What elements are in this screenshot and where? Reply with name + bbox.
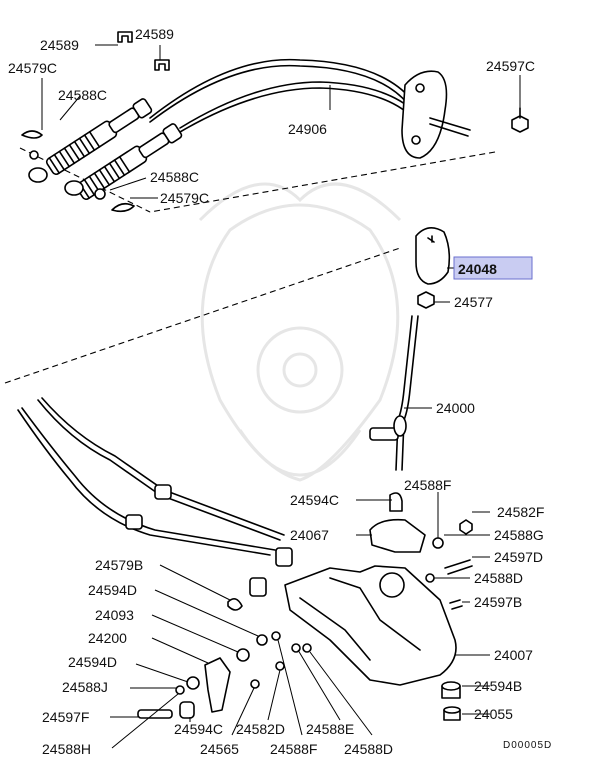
label-24582f-a: 24582F [497,504,544,520]
label-24565: 24565 [200,741,239,757]
upper-cable-assembly [21,31,529,213]
label-24588d-b: 24588D [344,741,393,757]
label-24594d-b: 24594D [68,654,117,670]
highlight-box [453,256,533,280]
label-24589-b: 24589 [135,26,174,42]
label-24594c-a: 24594C [290,492,339,508]
lower-components [137,492,473,721]
shift-lever-assembly [369,227,451,471]
label-24093: 24093 [95,607,134,623]
label-24588c-b: 24588C [150,169,199,185]
label-24588h: 24588H [42,741,91,757]
label-24588g: 24588G [494,527,544,543]
label-24594b: 24594B [474,678,522,694]
label-24597d: 24597D [494,549,543,565]
diagram-code: D00005D [503,740,552,751]
label-24597f: 24597F [42,709,89,725]
label-24000: 24000 [436,400,475,416]
label-24594d-a: 24594D [88,582,137,598]
label-24588f-a: 24588F [404,477,451,493]
label-24594c-b: 24594C [174,721,223,737]
label-24597b: 24597B [474,594,522,610]
label-24579c-a: 24579C [8,60,57,76]
label-24597c: 24597C [486,58,535,74]
label-24200: 24200 [88,630,127,646]
label-24577: 24577 [454,294,493,310]
label-24588d-a: 24588D [474,570,523,586]
label-24588f-b: 24588F [270,741,317,757]
label-24588e: 24588E [306,721,354,737]
label-24906: 24906 [288,121,327,137]
label-24579b: 24579B [95,557,143,573]
label-24055: 24055 [474,706,513,722]
label-24588j: 24588J [62,679,108,695]
label-24582f-b: 24582D [236,721,285,737]
label-24579c-b: 24579C [160,190,209,206]
label-24589-a: 24589 [40,37,79,53]
watermark-logo [198,182,402,482]
label-24067: 24067 [290,527,329,543]
label-24048: 24048 [458,261,497,277]
leader-lines [41,44,521,749]
lower-cable-assembly [17,397,293,597]
label-24007: 24007 [494,647,533,663]
part-labels: 24589 24589 24579C 24588C 24906 24597C 2… [8,26,552,757]
label-24588c-a: 24588C [58,87,107,103]
